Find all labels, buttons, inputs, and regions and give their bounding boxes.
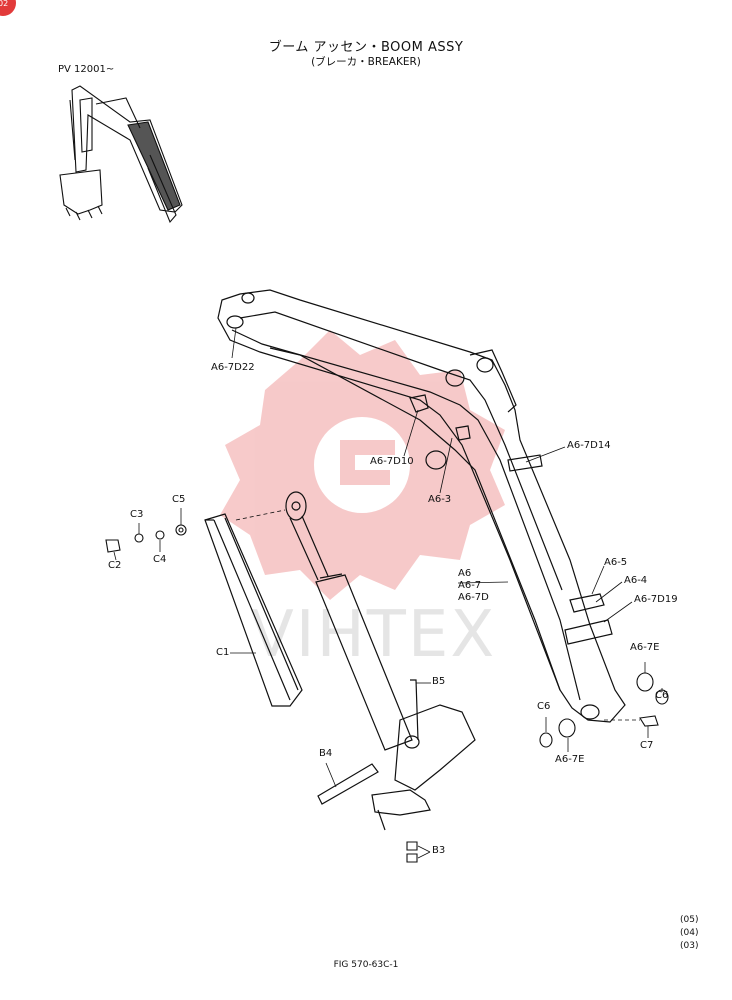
part-label: C7: [640, 740, 654, 751]
part-label: C4: [153, 554, 167, 565]
part-label: C5: [172, 494, 186, 505]
part-label: C3: [130, 509, 144, 520]
part-label: C1: [216, 647, 230, 658]
part-label: A6: [458, 568, 472, 579]
watermark-gear-icon: [220, 330, 505, 600]
part-label: A6-7E: [630, 642, 660, 653]
part-label: B3: [432, 845, 446, 856]
revision-code: (03): [680, 941, 699, 951]
bracket-assembly: [317, 679, 476, 831]
part-label: C6: [655, 690, 669, 701]
corner-badge-text: 02: [0, 0, 9, 8]
part-label: A6-3: [428, 494, 452, 505]
part-label: B5: [432, 676, 446, 687]
part-label: A6-7D10: [370, 456, 414, 467]
part-label: B4: [319, 748, 333, 759]
part-label: C2: [108, 560, 122, 571]
diagram-subtitle: (ブレーカ・BREAKER): [311, 56, 421, 68]
small-parts: [105, 524, 669, 863]
excavator-thumbnail: [59, 85, 183, 224]
figure-id: FIG 570-63C-1: [333, 960, 399, 970]
watermark-text: VIHTEX: [250, 598, 497, 672]
revision-code: (05): [680, 915, 699, 925]
part-label: A6-7D19: [634, 594, 678, 605]
part-label: A6-7D22: [211, 362, 255, 373]
part-label: A6-7: [458, 580, 482, 591]
corner-badge: 02: [0, 0, 16, 16]
part-label: A6-4: [624, 575, 648, 586]
boom-cylinder: [285, 491, 413, 751]
diagram-title: ブーム アッセン・BOOM ASSY: [268, 40, 464, 55]
part-label: A6-5: [604, 557, 628, 568]
part-label: A6-7D: [458, 592, 489, 603]
revision-code: (04): [680, 928, 699, 938]
boom-arm: [217, 289, 626, 723]
part-label: A6-7D14: [567, 440, 611, 451]
cover-plate: [204, 513, 303, 707]
leader-lines: [113, 327, 663, 859]
part-label: C6: [537, 701, 551, 712]
part-label: A6-7E: [555, 754, 585, 765]
serial-note: PV 12001~: [58, 64, 115, 75]
